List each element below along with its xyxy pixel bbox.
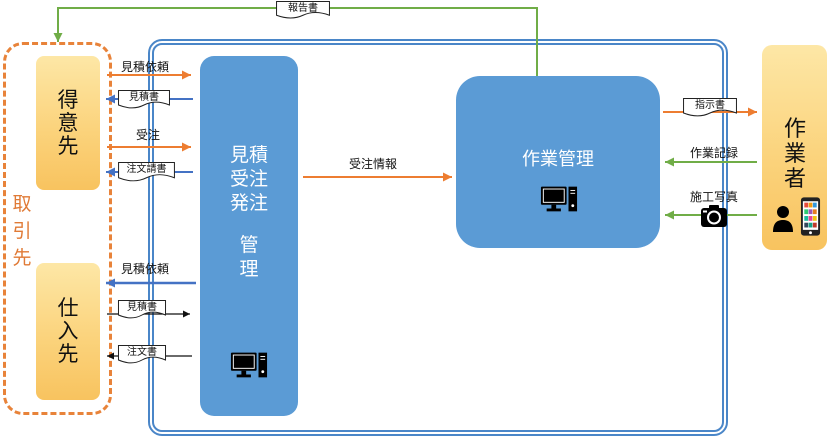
customer-estimate-doc-label: 見積書	[129, 92, 159, 103]
customer-label: 得意先	[57, 87, 79, 158]
customer-order-ack-doc: 注文請書	[118, 162, 175, 183]
work-system-label: 作業管理	[522, 149, 594, 170]
estimate-system-line-5: 理	[239, 258, 259, 280]
supplier-estimate-doc: 見積書	[118, 300, 166, 320]
customer-box: 得意先	[36, 56, 100, 190]
customer-estimate-request-label: 見積依頼	[121, 60, 170, 74]
worker-label: 作業者	[784, 117, 807, 192]
estimate-system-line-1: 見積	[229, 144, 268, 166]
order-info-label: 受注情報	[349, 157, 398, 171]
work-system-box: 作業管理	[456, 76, 660, 248]
instruction-doc-label: 指示書	[695, 100, 725, 111]
partners-group	[3, 42, 112, 415]
supplier-order-doc: 注文書	[118, 345, 166, 365]
smartphone-icon	[800, 196, 821, 237]
supplier-order-doc-label: 注文書	[127, 347, 157, 358]
customer-estimate-doc: 見積書	[118, 90, 170, 110]
customer-order-label: 受注	[136, 128, 161, 142]
estimate-system-line-4: 管	[239, 234, 259, 256]
system-frame	[148, 39, 728, 436]
work-record-label: 作業記録	[690, 146, 739, 160]
computer-icon	[230, 351, 268, 379]
supplier-estimate-request-label: 見積依頼	[121, 262, 170, 276]
supplier-label: 仕入先	[57, 296, 79, 366]
estimate-system-line-3: 発注	[229, 192, 268, 214]
customer-order-ack-doc-label: 注文請書	[126, 164, 167, 175]
estimate-system-line-2: 受注	[229, 168, 268, 190]
instruction-doc: 指示書	[683, 98, 737, 118]
person-icon	[772, 205, 794, 233]
supplier-box: 仕入先	[36, 263, 100, 400]
construction-photo-label: 施工写真	[690, 190, 739, 204]
camera-icon	[700, 204, 728, 228]
estimate-system-label: 見積 受注 発注 管 理	[200, 143, 298, 281]
report-doc: 報告書	[276, 1, 330, 20]
computer-icon	[540, 185, 578, 213]
report-doc-label: 報告書	[288, 3, 318, 14]
supplier-estimate-doc-label: 見積書	[127, 302, 157, 313]
partners-group-label: 取引先	[12, 193, 32, 269]
